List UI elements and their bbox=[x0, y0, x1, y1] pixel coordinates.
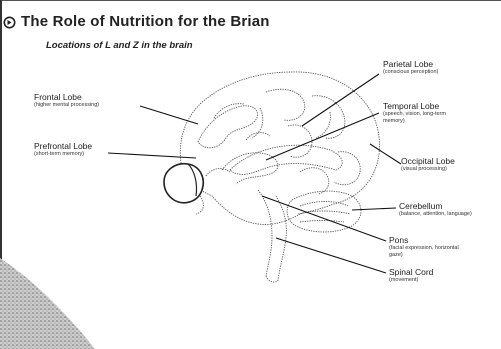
label-pons: Pons (facial expression, horizontal gaze… bbox=[389, 235, 459, 258]
leader-lines bbox=[108, 74, 401, 273]
label-cerebellum: Cerebellum (balance, attention, language… bbox=[399, 201, 472, 218]
leader-occipital bbox=[370, 144, 401, 164]
occipital-lobe-name: Occipital Lobe bbox=[401, 156, 455, 166]
label-frontal-lobe: Frontal Lobe (higher mental processing) bbox=[34, 92, 99, 109]
frontal-lobe-desc: (higher mental processing) bbox=[34, 102, 99, 109]
cerebellum-desc: (balance, attention, language) bbox=[399, 211, 472, 218]
label-prefrontal-lobe: Prefrontal Lobe (short-term memory) bbox=[34, 141, 92, 158]
leader-cerebellum bbox=[352, 208, 396, 210]
frontal-lobe-name: Frontal Lobe bbox=[34, 92, 99, 102]
leader-spinal bbox=[276, 238, 386, 273]
label-temporal-lobe: Temporal Lobe (speech, vision, long-term… bbox=[383, 101, 446, 124]
temporal-lobe-name: Temporal Lobe bbox=[383, 101, 446, 111]
occipital-lobe-desc: (visual processing) bbox=[401, 166, 455, 173]
temporal-lobe-desc-1: (speech, vision, long-term bbox=[383, 111, 446, 118]
label-parietal-lobe: Parietal Lobe (conscious perception) bbox=[383, 59, 438, 76]
parietal-lobe-desc: (conscious perception) bbox=[383, 69, 438, 76]
prefrontal-lobe-name: Prefrontal Lobe bbox=[34, 141, 92, 151]
parietal-lobe-name: Parietal Lobe bbox=[383, 59, 438, 69]
leader-prefrontal bbox=[108, 153, 196, 158]
leader-temporal bbox=[266, 113, 379, 160]
leader-pons bbox=[262, 196, 386, 241]
pons-name: Pons bbox=[389, 235, 459, 245]
pons-desc-1: (facial expression, horizontal bbox=[389, 245, 459, 252]
eye-illustration bbox=[164, 164, 203, 203]
spinal-cord-name: Spinal Cord bbox=[389, 267, 433, 277]
prefrontal-lobe-desc: (short-term memory) bbox=[34, 151, 92, 158]
brain-outline bbox=[180, 72, 379, 282]
label-occipital-lobe: Occipital Lobe (visual processing) bbox=[401, 156, 455, 173]
cerebellum-name: Cerebellum bbox=[399, 201, 472, 211]
label-spinal-cord: Spinal Cord (movement) bbox=[389, 267, 433, 284]
leader-frontal bbox=[140, 106, 198, 124]
temporal-lobe-desc-2: memory) bbox=[383, 118, 446, 125]
pons-desc-2: gaze) bbox=[389, 252, 459, 259]
spinal-cord-desc: (movement) bbox=[389, 277, 433, 284]
